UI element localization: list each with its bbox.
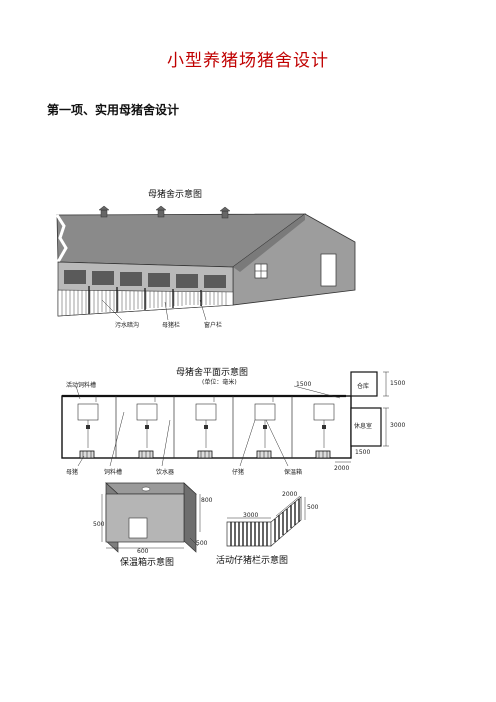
figure4-caption: 活动仔猪栏示意图 (216, 556, 289, 566)
callout-sow-pen: 母猪栏 (162, 322, 181, 329)
callout-trough: 饲料槽 (104, 469, 123, 476)
dim-top: 1500 (296, 381, 312, 388)
box-dim-door: 500 (93, 521, 105, 528)
label-rest-room: 休息室 (354, 423, 373, 430)
label-storehouse: 仓库 (357, 383, 370, 390)
page-title: 小型养猪场猪舍设计 (167, 51, 329, 71)
fence-dim-height: 500 (307, 504, 319, 511)
dim-right-lower: 3000 (390, 422, 406, 429)
callout-movable-trough: 活动饲料槽 (66, 382, 97, 389)
dim-right-upper: 1500 (390, 380, 406, 387)
figure2-subcaption: (单位：毫米) (202, 379, 237, 386)
box-dim-depth: 500 (196, 540, 208, 547)
figure2-caption: 母猪舍平面示意图 (176, 368, 249, 378)
fence-dim-long: 2000 (282, 491, 298, 498)
box-dim-width: 600 (137, 548, 149, 555)
callout-sewage-ditch: 污水暗沟 (115, 322, 140, 329)
callout-sow: 母猪 (66, 469, 79, 476)
figure1-caption: 母猪舍示意图 (148, 190, 203, 200)
section-heading: 第一项、实用母猪舍设计 (47, 103, 180, 117)
dim-bottom-right: 2000 (334, 465, 350, 472)
callout-heater-box: 保温箱 (284, 469, 303, 476)
figure3-caption: 保温箱示意图 (120, 558, 175, 568)
dim-side: 1500 (355, 449, 371, 456)
fence-dim-short: 3000 (243, 512, 259, 519)
box-dim-height: 800 (201, 497, 213, 504)
callout-drinker: 饮水器 (156, 469, 175, 476)
callout-window-rail: 窗户栏 (204, 322, 223, 329)
callout-piglet: 仔猪 (232, 469, 245, 476)
